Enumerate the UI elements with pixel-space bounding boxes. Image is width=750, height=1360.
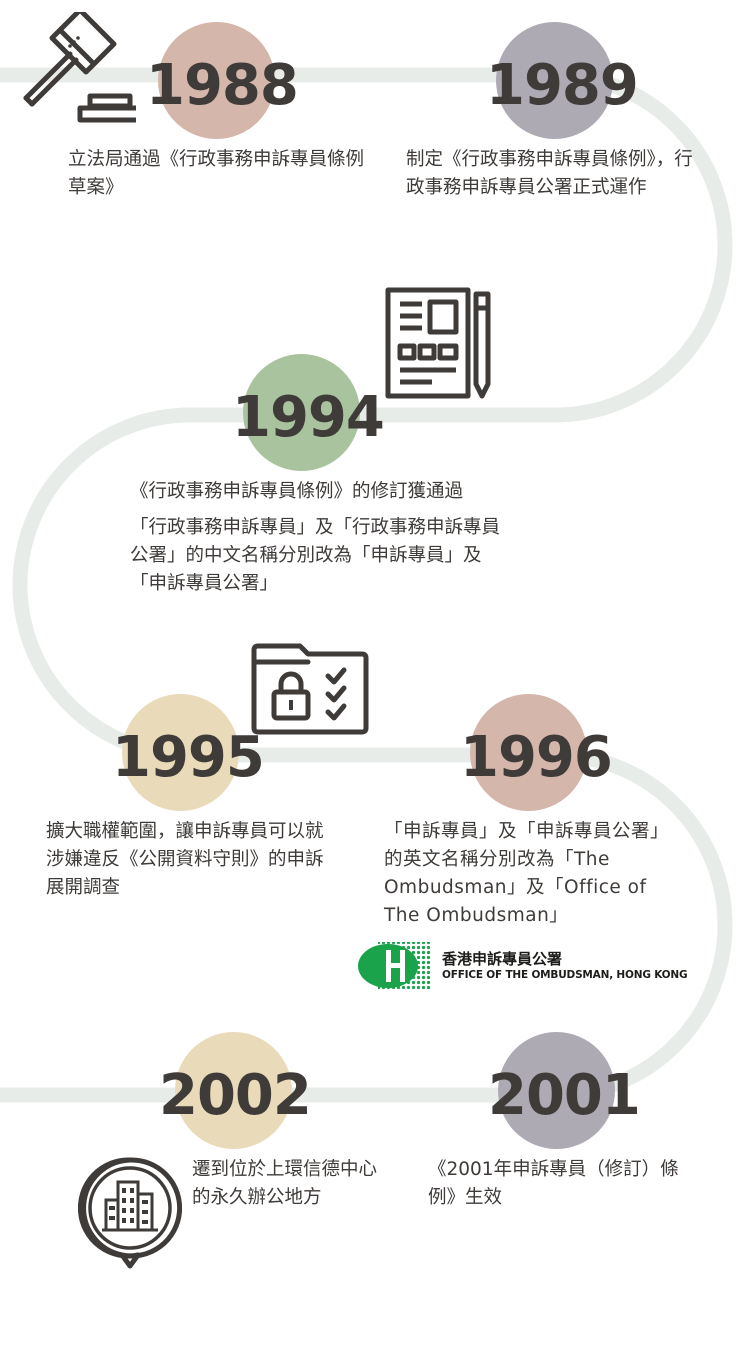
event-text-1995: 擴大職權範圍，讓申訴專員可以就涉嫌違反《公開資料守則》的申訴展開調查 — [46, 821, 324, 898]
year-circle-2002 — [175, 1032, 292, 1149]
year-circle-1989 — [496, 22, 613, 139]
year-circle-1988 — [158, 22, 275, 139]
office-building-icon — [78, 1157, 182, 1269]
document-pen-icon — [385, 287, 491, 399]
event-text-2001: 《2001年申訴專員（修訂）條例》生效 — [428, 1159, 679, 1208]
year-label-2002: 2002 — [159, 1063, 312, 1128]
year-label-1995: 1995 — [112, 725, 265, 790]
event-text-1989: 制定《行政事務申訴專員條例》，行政事務申訴專員公署正式運作 — [406, 149, 693, 198]
year-circle-2001 — [498, 1032, 615, 1149]
year-label-2001: 2001 — [488, 1063, 641, 1128]
year-label-1989: 1989 — [486, 53, 639, 118]
event-text-1994-a: 《行政事務申訴專員條例》的修訂獲通過 — [130, 481, 464, 502]
year-label-1994: 1994 — [232, 385, 385, 450]
year-circle-1995 — [122, 694, 239, 811]
event-text-2002: 遷到位於上環信德中心的永久辦公地方 — [192, 1159, 378, 1208]
event-text-1994-b: 「行政事務申訴專員」及「行政事務申訴專員公署」的中文名稱分別改為「申訴專員」及「… — [130, 517, 501, 594]
logo-name-zh: 香港申訴專員公署 — [442, 950, 563, 968]
secure-folder-icon — [251, 643, 369, 735]
ombudsman-emblem-icon — [358, 942, 432, 990]
year-circle-1996 — [470, 694, 587, 811]
event-text-1988: 立法局通過《行政事務申訴專員條例草案》 — [68, 149, 365, 198]
event-text-1996: 「申訴專員」及「申訴專員公署」的英文名稱分別改為「The Ombudsman」及… — [384, 821, 670, 926]
year-label-1996: 1996 — [460, 725, 613, 790]
ombudsman-logo: 香港申訴專員公署 OFFICE OF THE OMBUDSMAN, HONG K… — [356, 940, 688, 992]
gavel-icon — [23, 12, 136, 123]
year-circle-1994 — [243, 354, 360, 471]
logo-name-en: OFFICE OF THE OMBUDSMAN, HONG KONG — [442, 969, 688, 981]
year-label-1988: 1988 — [146, 53, 299, 118]
